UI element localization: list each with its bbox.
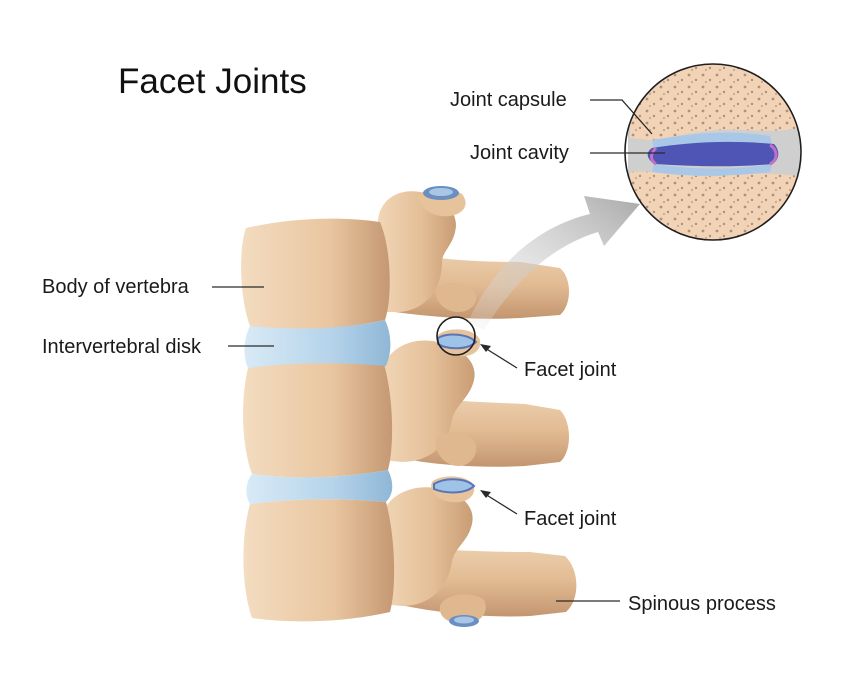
- inferior-facet-upper: [435, 282, 477, 312]
- label-facet-joint-upper: Facet joint: [524, 359, 617, 381]
- label-body-of-vertebra: Body of vertebra: [42, 276, 189, 298]
- label-spinous-process: Spinous process: [628, 593, 776, 615]
- facet-joint-space-upper: [437, 333, 478, 350]
- facet-joint-space-lower: [433, 478, 476, 494]
- label-facet-joint-lower: Facet joint: [524, 508, 617, 530]
- leader-facet-joint-upper: [484, 347, 518, 369]
- leader-facet-joint-lower: [484, 493, 518, 515]
- zoom-arrow: [468, 196, 640, 330]
- leader-arrowheads: [480, 344, 491, 498]
- joint-zoom-inset: [624, 63, 802, 241]
- inferior-facet-middle: [435, 432, 477, 466]
- vertebral-body-lower: [243, 499, 395, 622]
- label-intervertebral-disk: Intervertebral disk: [42, 336, 201, 358]
- vertebral-body-middle: [243, 361, 393, 478]
- intervertebral-disk-lower: [246, 470, 393, 504]
- label-joint-capsule: Joint capsule: [450, 89, 567, 111]
- page-title: Facet Joints: [118, 62, 307, 101]
- inferior-facet-bottom: [439, 594, 486, 627]
- leader-joint-capsule: [590, 99, 653, 135]
- facet-highlight-circle: [436, 316, 476, 356]
- vertebral-body-upper: [241, 218, 390, 330]
- articular-process-upper: [378, 186, 466, 312]
- leader-lines: [212, 99, 665, 602]
- intervertebral-disk-upper: [244, 320, 391, 368]
- label-joint-cavity: Joint cavity: [470, 142, 569, 164]
